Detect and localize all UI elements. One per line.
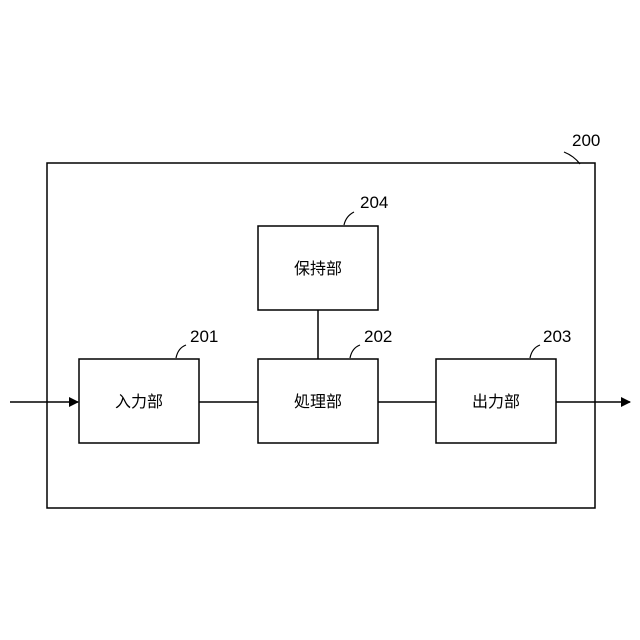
output-leader-line [530, 345, 540, 358]
container-leader-line [564, 152, 580, 164]
container-ref-label: 200 [572, 131, 600, 150]
storage-leader-line [344, 212, 354, 225]
output-ref-label: 203 [543, 327, 571, 346]
process-ref-label: 202 [364, 327, 392, 346]
storage-block-label: 保持部 [294, 259, 342, 278]
input-ref-label: 201 [190, 327, 218, 346]
storage-ref-label: 204 [360, 193, 388, 212]
process-leader-line [350, 345, 360, 358]
input-block-label: 入力部 [115, 392, 163, 411]
process-block-label: 処理部 [294, 392, 342, 411]
input-leader-line [176, 345, 186, 358]
output-block-label: 出力部 [472, 392, 520, 411]
container-box [47, 163, 595, 508]
